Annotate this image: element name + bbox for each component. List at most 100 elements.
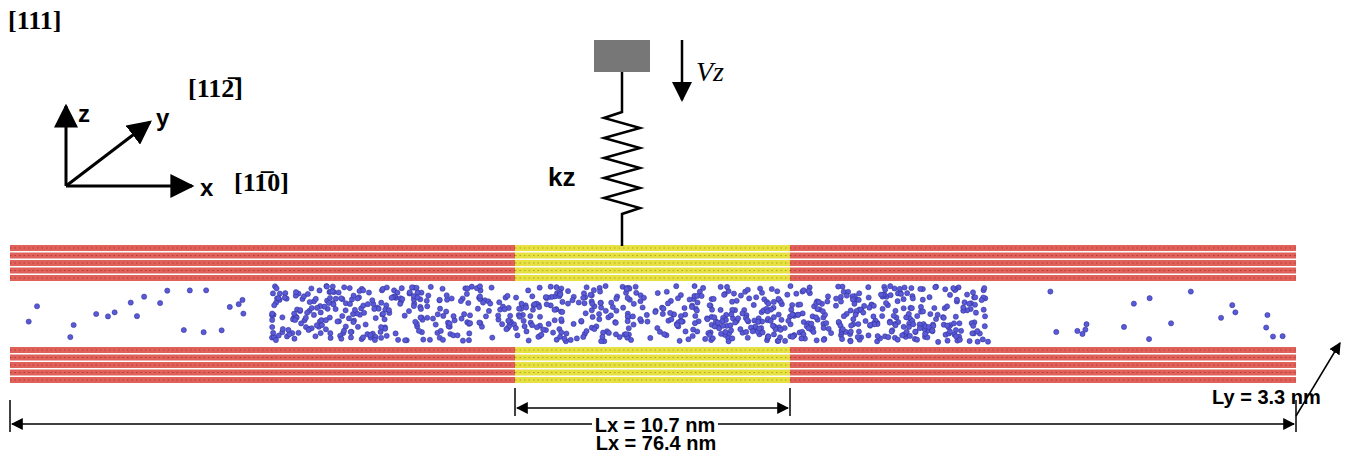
atom xyxy=(303,315,308,320)
atom xyxy=(624,331,629,336)
atom xyxy=(468,321,473,326)
atom xyxy=(421,337,426,342)
atom xyxy=(970,290,975,295)
atom xyxy=(729,328,734,333)
atom xyxy=(466,338,471,343)
atom xyxy=(324,284,329,289)
atom-row xyxy=(790,270,1296,271)
atom xyxy=(920,297,925,302)
atom xyxy=(360,335,365,340)
atom xyxy=(537,285,542,290)
atom xyxy=(730,299,735,304)
atom xyxy=(917,326,922,331)
atom xyxy=(816,299,821,304)
atom xyxy=(552,318,557,323)
atom xyxy=(393,331,398,336)
atom xyxy=(891,313,896,318)
atom xyxy=(386,307,391,312)
atom xyxy=(765,334,770,339)
atom-row xyxy=(790,263,1296,264)
axis-name: z xyxy=(78,100,90,128)
atom xyxy=(848,308,853,313)
atom xyxy=(544,302,549,307)
vapour-atom xyxy=(187,288,192,293)
atom xyxy=(932,305,937,310)
atom xyxy=(782,338,787,343)
atom xyxy=(728,323,733,328)
atom-row xyxy=(515,248,790,249)
atom-layer xyxy=(790,362,1296,368)
atom xyxy=(384,333,389,338)
atom xyxy=(675,323,680,328)
atom xyxy=(379,335,384,340)
atom xyxy=(516,306,521,311)
atom xyxy=(771,299,776,304)
atom xyxy=(661,306,666,311)
atom-layer xyxy=(10,347,515,353)
atom xyxy=(526,338,531,343)
vapour-atom xyxy=(165,288,170,293)
atom-layer xyxy=(515,245,790,251)
atom-row xyxy=(515,365,790,366)
atom xyxy=(957,321,962,326)
vapour-atom xyxy=(1168,321,1173,326)
atom xyxy=(648,335,653,340)
atom xyxy=(788,283,793,288)
atom xyxy=(795,312,800,317)
atom xyxy=(665,301,670,306)
axis-direction: [112̅] xyxy=(188,74,243,104)
atom xyxy=(625,319,630,324)
atom xyxy=(766,334,771,339)
atom xyxy=(707,332,712,337)
atom xyxy=(270,324,275,329)
atom xyxy=(307,299,312,304)
atom-layer xyxy=(790,253,1296,259)
atom-layer xyxy=(515,268,790,274)
atom xyxy=(425,304,430,309)
atom xyxy=(297,308,302,313)
vapour-atom xyxy=(236,302,241,307)
vapour-atom xyxy=(68,334,73,339)
atom xyxy=(298,308,303,313)
atom xyxy=(745,318,750,323)
atom xyxy=(565,289,570,294)
atom-row xyxy=(790,365,1296,366)
atom xyxy=(347,285,352,290)
atom xyxy=(614,296,619,301)
atom xyxy=(951,321,956,326)
atom-layer xyxy=(515,377,790,383)
atom xyxy=(339,296,344,301)
atom xyxy=(505,293,510,298)
atom-row xyxy=(515,270,790,271)
atom xyxy=(953,314,958,319)
spring xyxy=(604,72,640,246)
atom xyxy=(517,314,522,319)
atom xyxy=(954,297,959,302)
atom xyxy=(414,285,419,290)
atom xyxy=(931,323,936,328)
atom xyxy=(609,300,614,305)
atom xyxy=(766,301,771,306)
atom xyxy=(270,311,275,316)
atom xyxy=(591,288,596,293)
atom xyxy=(537,314,542,319)
atom xyxy=(915,313,920,318)
atom xyxy=(554,285,559,290)
atom xyxy=(930,329,935,334)
atom xyxy=(724,284,729,289)
atom xyxy=(571,321,576,326)
atom xyxy=(513,295,518,300)
atom xyxy=(570,298,575,303)
atom-layer xyxy=(10,377,515,383)
atom xyxy=(776,296,781,301)
vapour-atom xyxy=(1188,289,1193,294)
atom-layer xyxy=(10,275,515,281)
atom-layer xyxy=(515,253,790,259)
atom-row xyxy=(10,255,515,256)
atom xyxy=(901,297,906,302)
atom xyxy=(504,327,509,332)
atom xyxy=(458,298,463,303)
atom xyxy=(477,284,482,289)
atom-layer xyxy=(515,275,790,281)
vapour-atom xyxy=(1084,322,1089,327)
